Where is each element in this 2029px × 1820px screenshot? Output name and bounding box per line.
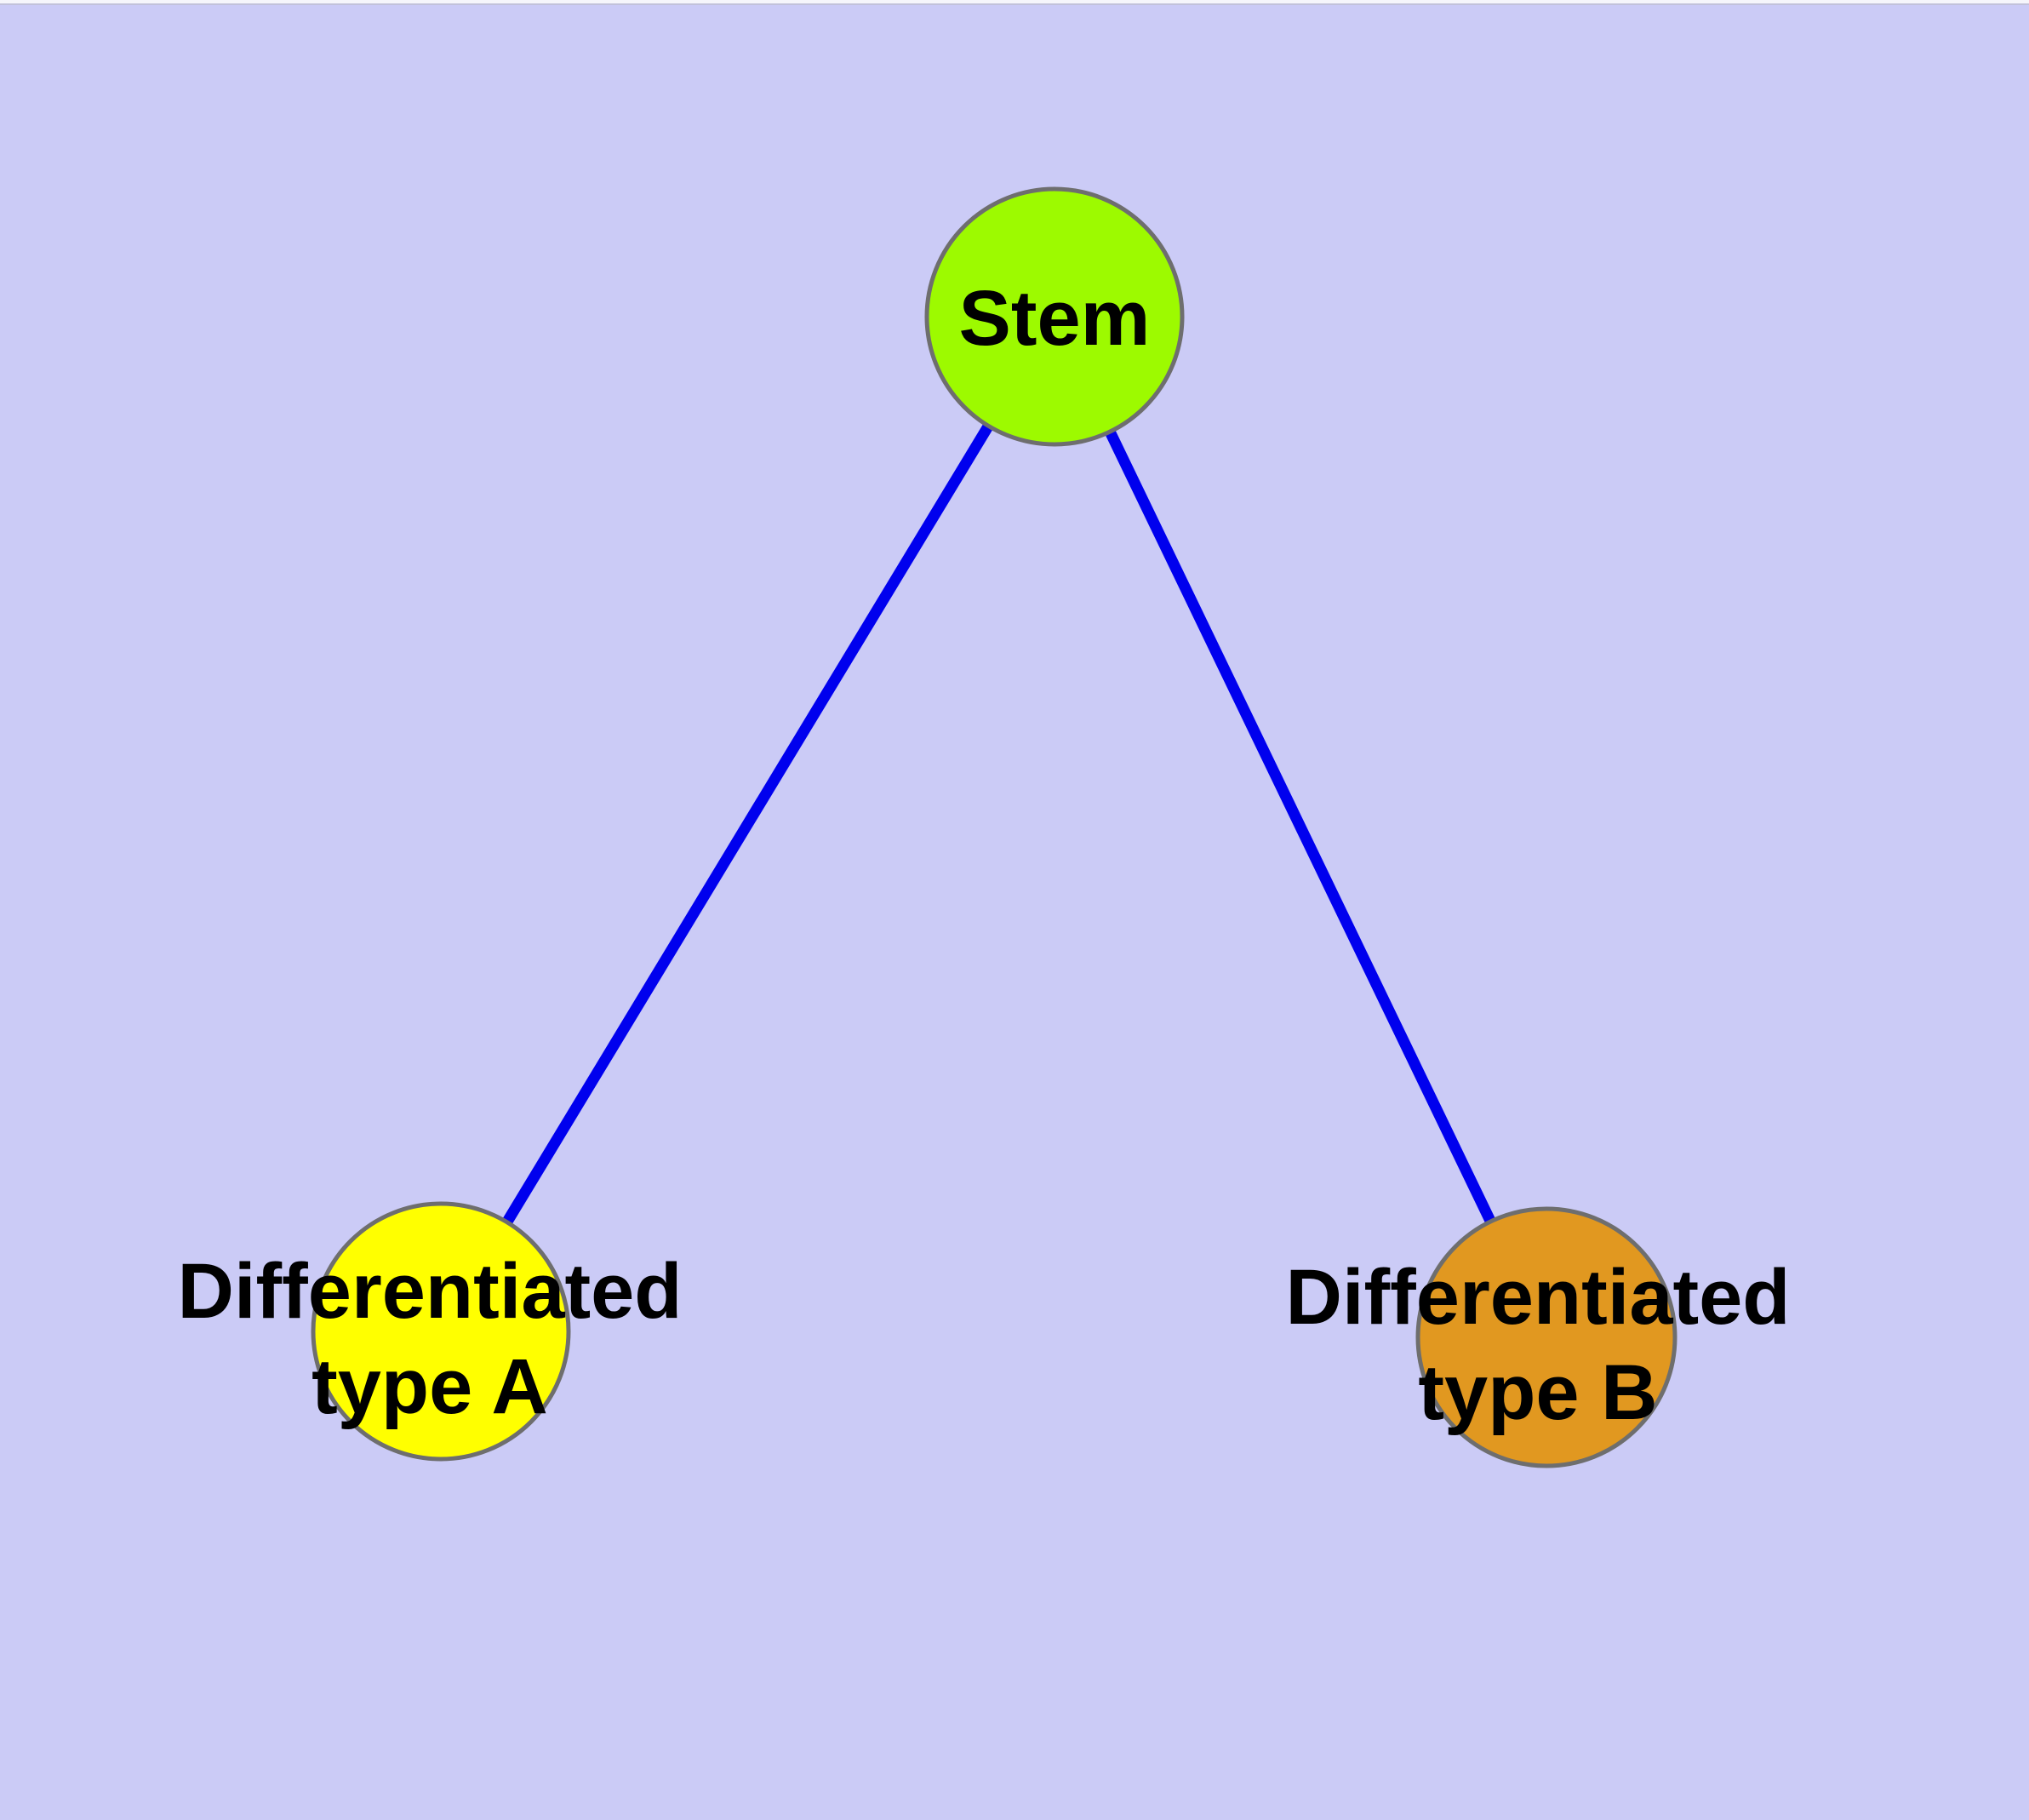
- node-type-a-label-line1: Differentiated: [178, 1248, 683, 1335]
- node-stem: [924, 186, 1185, 447]
- node-type-b-label-line2: type B: [1418, 1349, 1657, 1436]
- top-edge-line: [0, 3, 2029, 5]
- edge-stem-to-type-b: [1049, 311, 1552, 1343]
- node-type-a-label-line2: type A: [311, 1343, 548, 1430]
- top-edge-strip: [0, 0, 2029, 3]
- node-differentiated-type-a: [311, 1201, 571, 1462]
- edge-stem-to-type-a: [435, 311, 1060, 1337]
- node-stem-label: Stem: [959, 275, 1151, 362]
- node-type-b-label-line1: Differentiated: [1286, 1254, 1791, 1341]
- node-differentiated-type-b: [1415, 1206, 1677, 1468]
